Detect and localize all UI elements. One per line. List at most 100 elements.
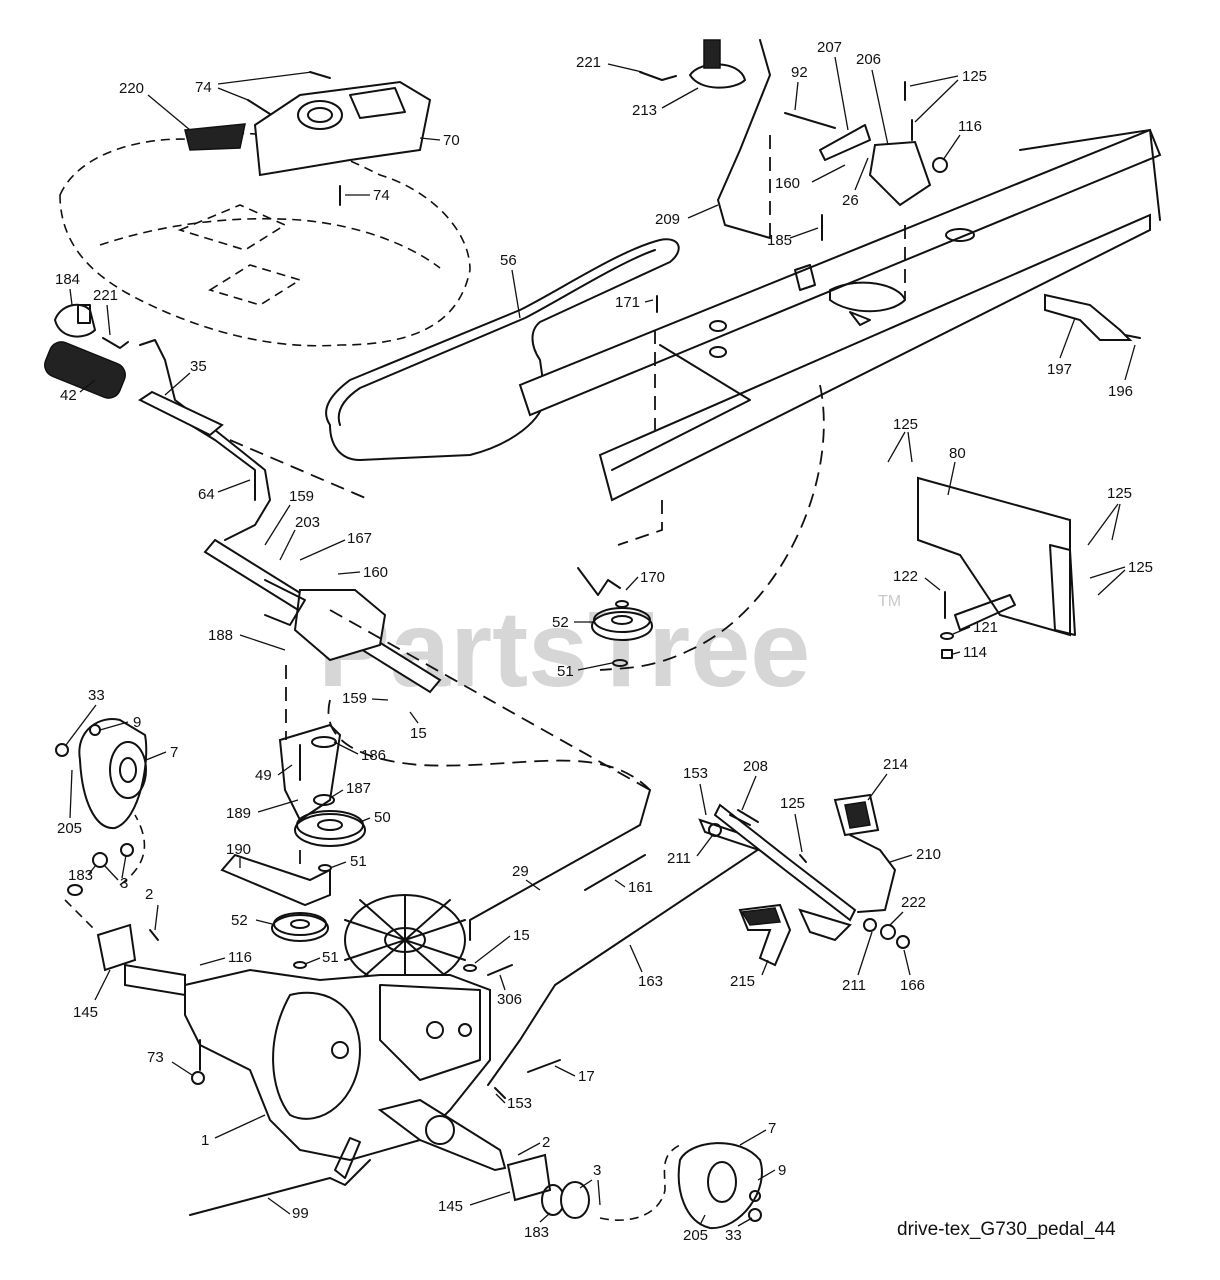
callout-56: 56 — [500, 252, 517, 269]
callout-70: 70 — [443, 132, 460, 149]
spring-coil — [334, 1137, 361, 1179]
callout-188: 188 — [208, 627, 233, 644]
callout-167: 167 — [347, 530, 372, 547]
wheel-hub-right — [677, 1142, 763, 1230]
callout-206: 206 — [856, 51, 881, 68]
shift-shaft — [203, 538, 442, 694]
callout-labels: 220 74 70 74 221 213 92 207 206 125 116 … — [55, 39, 1153, 1244]
callout-215: 215 — [730, 973, 755, 990]
rod-29 — [469, 789, 651, 941]
callout-160-top: 160 — [775, 175, 800, 192]
callout-185: 185 — [767, 232, 792, 249]
callout-29: 29 — [512, 863, 529, 880]
callout-159-mid: 159 — [342, 690, 367, 707]
pulley-50 — [294, 810, 366, 847]
callout-183-top: 183 — [68, 867, 93, 884]
callout-2-top: 2 — [145, 886, 153, 903]
callout-171: 171 — [615, 294, 640, 311]
callout-7-low: 7 — [768, 1120, 776, 1137]
clip-221 — [102, 337, 129, 349]
callout-7-top: 7 — [170, 744, 178, 761]
callout-306: 306 — [497, 991, 522, 1008]
callout-184: 184 — [55, 271, 80, 288]
callout-51-mid: 51 — [350, 853, 367, 870]
callout-116-top: 116 — [958, 118, 982, 135]
diagram-caption: drive-tex_G730_pedal_44 — [897, 1219, 1116, 1240]
callout-161: 161 — [628, 879, 653, 896]
callout-49: 49 — [255, 767, 272, 784]
callout-211-left: 211 — [667, 850, 691, 867]
drive-belt — [325, 238, 680, 461]
callout-160-mid: 160 — [363, 564, 388, 581]
callout-116-low: 116 — [228, 949, 252, 966]
pin-306 — [487, 964, 513, 976]
rear-plate — [917, 476, 1076, 659]
decal-part — [184, 123, 246, 151]
callout-209: 209 — [655, 211, 680, 228]
callout-125-pedal: 125 — [780, 795, 805, 812]
callout-205-low: 205 — [683, 1227, 708, 1244]
idler-pulley-top — [577, 567, 653, 667]
callout-214: 214 — [883, 756, 908, 773]
callout-183-low: 183 — [524, 1224, 549, 1241]
screw-196 — [1124, 334, 1141, 339]
callout-35: 35 — [190, 358, 207, 375]
callout-153-top: 153 — [683, 765, 708, 782]
callout-125-plate-right: 125 — [1107, 485, 1132, 502]
pedal-pad-214 — [833, 793, 880, 837]
callout-42: 42 — [60, 387, 77, 404]
callout-33-low: 33 — [725, 1227, 742, 1244]
dash-panel — [253, 80, 432, 177]
callout-221-left: 221 — [93, 287, 118, 304]
frame-bracket — [1044, 293, 1133, 341]
callout-221-top: 221 — [576, 54, 601, 71]
callout-51-top: 51 — [557, 663, 574, 680]
callout-33-top: 33 — [88, 687, 105, 704]
callout-2-low: 2 — [542, 1134, 550, 1151]
shift-lever — [138, 339, 271, 541]
spring-17 — [527, 1059, 561, 1073]
callout-125-top: 125 — [962, 68, 987, 85]
callout-121: 121 — [973, 619, 998, 636]
pedal-pad-215 — [738, 903, 792, 967]
cooling-fan — [344, 894, 466, 986]
callout-196: 196 — [1108, 383, 1133, 400]
axle-bracket-right — [506, 1153, 552, 1202]
callout-73: 73 — [147, 1049, 164, 1066]
rod-163 — [487, 844, 766, 1086]
callout-170: 170 — [640, 569, 665, 586]
callout-3-low: 3 — [593, 1162, 601, 1179]
callout-9-top: 9 — [133, 714, 141, 731]
callout-9-low: 9 — [778, 1162, 786, 1179]
callout-186: 186 — [361, 747, 386, 764]
hub-dashed-leader-left — [64, 814, 146, 931]
callout-74-top: 74 — [195, 79, 212, 96]
callout-92: 92 — [791, 64, 808, 81]
dashed-leaders — [229, 135, 906, 870]
spring-161 — [584, 854, 646, 891]
callout-99: 99 — [292, 1205, 309, 1222]
callout-17: 17 — [578, 1068, 595, 1085]
callout-125-plate-low: 125 — [1128, 559, 1153, 576]
callout-220: 220 — [119, 80, 144, 97]
hood-outline — [59, 132, 471, 347]
callout-52-mid: 52 — [231, 912, 248, 929]
callout-1: 1 — [201, 1132, 209, 1149]
callout-203: 203 — [295, 514, 320, 531]
callout-145-left: 145 — [73, 1004, 98, 1021]
hand-grip — [44, 341, 126, 399]
axle-bracket-left — [96, 923, 137, 972]
bushing-3 — [560, 1181, 590, 1219]
callout-153-low: 153 — [507, 1095, 532, 1112]
callout-51-low: 51 — [322, 949, 339, 966]
callout-166: 166 — [900, 977, 925, 994]
brake-bracket — [784, 81, 948, 207]
callout-159-top: 159 — [289, 488, 314, 505]
callout-122: 122 — [893, 568, 918, 585]
watermark-text: PartsTree — [318, 588, 810, 709]
screw-74 — [247, 71, 341, 206]
callout-211-right: 211 — [842, 977, 866, 994]
tractor-frame — [518, 128, 1162, 502]
callout-15-mid: 15 — [410, 725, 427, 742]
